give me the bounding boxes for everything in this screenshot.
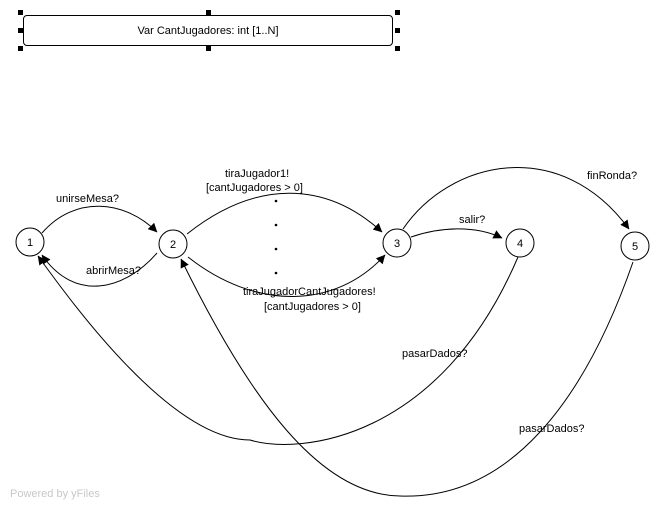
edge-1-to-2-unirse-mesa[interactable] xyxy=(41,205,158,234)
edge-5-to-2-pasar-dados[interactable] xyxy=(180,258,634,497)
yfiles-watermark: Powered by yFiles xyxy=(10,488,100,500)
ellipsis-dots xyxy=(274,199,278,275)
selection-handle-top-right[interactable] xyxy=(395,10,400,15)
selection-handle-middle-right[interactable] xyxy=(395,28,400,33)
selection-handle-bottom-right[interactable] xyxy=(395,46,400,51)
edge-label-unirse-mesa: unirseMesa? xyxy=(56,193,119,205)
edge-label-fin-ronda: finRonda? xyxy=(587,170,637,182)
state-node-label: 5 xyxy=(632,241,638,253)
state-node-4[interactable]: 4 xyxy=(505,228,535,258)
edge-2-to-1-abrir-mesa[interactable] xyxy=(41,252,158,287)
state-node-5[interactable]: 5 xyxy=(620,231,650,261)
selection-handle-top-center[interactable] xyxy=(206,10,211,15)
variable-declaration-box[interactable]: Var CantJugadores: int [1..N] xyxy=(23,15,393,46)
edge-4-to-1-pasar-dados[interactable] xyxy=(37,255,519,445)
edge-label-tira-jugador-n: tiraJugadorCantJugadores! xyxy=(243,286,376,298)
edge-label-tira-jugador-n-guard: [cantJugadores > 0] xyxy=(264,301,361,313)
state-node-1[interactable]: 1 xyxy=(15,227,45,257)
edge-label-abrir-mesa: abrirMesa? xyxy=(86,265,141,277)
selection-handle-top-left[interactable] xyxy=(18,10,23,15)
state-node-3[interactable]: 3 xyxy=(382,228,412,258)
edge-2-to-3-tira-jugador1[interactable] xyxy=(186,192,383,235)
edge-3-to-4-salir[interactable] xyxy=(410,228,503,239)
state-node-label: 4 xyxy=(517,238,523,250)
selection-handle-bottom-left[interactable] xyxy=(18,46,23,51)
state-node-label: 3 xyxy=(394,238,400,250)
edge-label-pasar-dados-from-5: pasarDados? xyxy=(519,423,584,435)
state-node-2[interactable]: 2 xyxy=(158,229,188,259)
edge-label-pasar-dados-from-4: pasarDados? xyxy=(402,348,467,360)
selection-handle-bottom-center[interactable] xyxy=(206,46,211,51)
edge-label-tira-jugador1-guard: [cantJugadores > 0] xyxy=(206,182,303,194)
edge-label-tira-jugador1: tiraJugador1! xyxy=(225,168,289,180)
edge-2-to-3-tira-jugador-n[interactable] xyxy=(187,254,386,297)
selection-handle-middle-left[interactable] xyxy=(18,28,23,33)
edge-label-salir: salir? xyxy=(459,214,485,226)
state-node-label: 2 xyxy=(170,239,176,251)
state-node-label: 1 xyxy=(27,237,33,249)
edge-3-to-5-fin-ronda[interactable] xyxy=(402,167,630,230)
